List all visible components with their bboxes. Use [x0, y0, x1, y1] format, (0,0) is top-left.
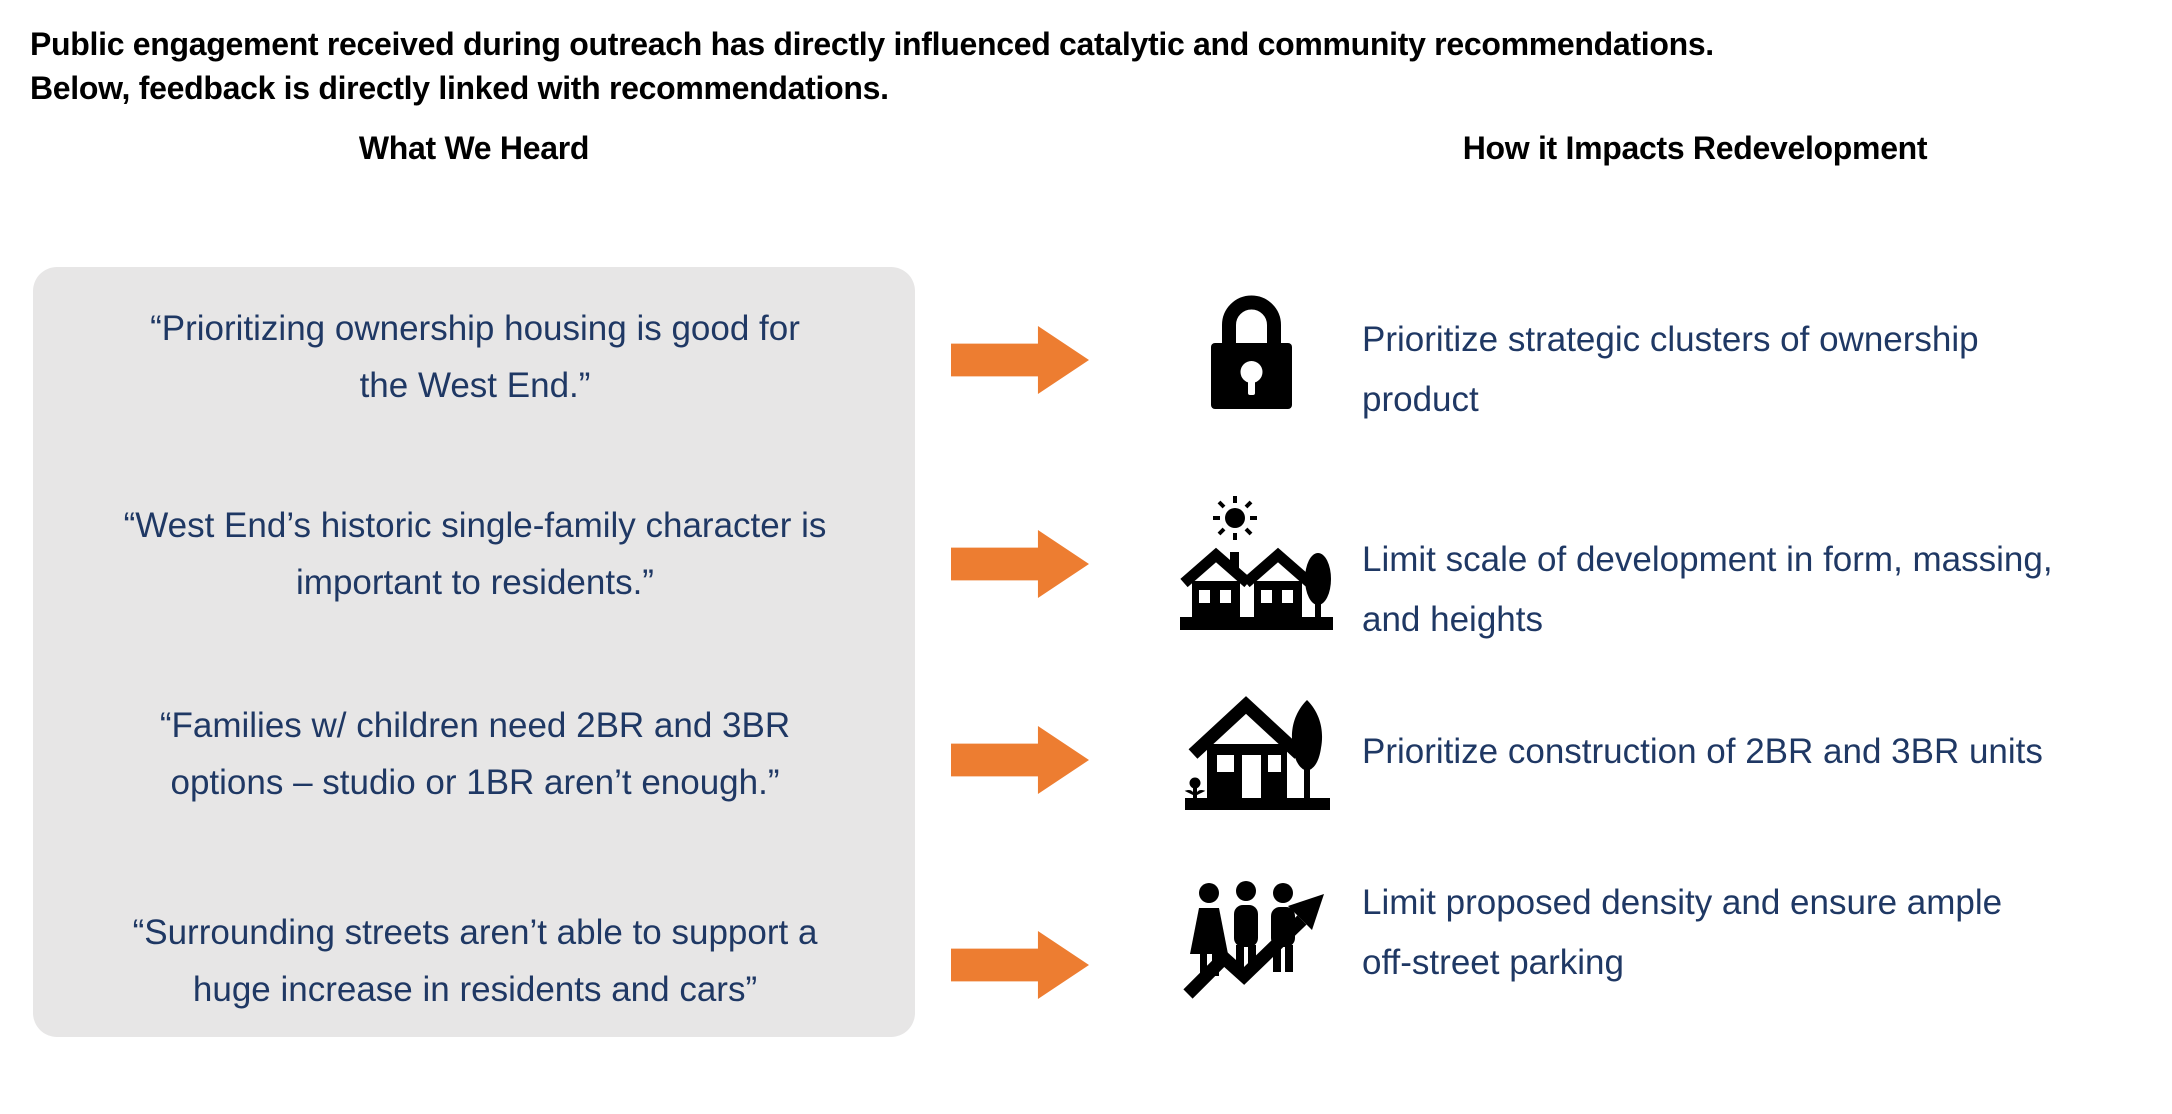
recommendation-2br-3br-units: Prioritize construction of 2BR and 3BR u… [1362, 732, 2043, 771]
right-arrow-icon [951, 530, 1089, 598]
quote-streets-capacity: “Surrounding streets aren’t able to supp… [132, 913, 818, 1009]
feedback-quotes-panel [33, 267, 915, 1037]
quote-ownership-housing: “Prioritizing ownership housing is good … [150, 309, 800, 405]
intro-line-1: Public engagement received during outrea… [30, 26, 1714, 62]
house-tree-icon [1184, 696, 1330, 810]
intro-text: Public engagement received during outrea… [30, 22, 2150, 110]
column-header-what-we-heard: What We Heard [358, 130, 590, 166]
recommendation-density-parking: Limit proposed density and ensure ample … [1362, 883, 2003, 982]
neighborhood-icon [1180, 496, 1333, 630]
intro-line-2: Below, feedback is directly linked with … [30, 70, 889, 106]
quote-family-unit-sizes: “Families w/ children need 2BR and 3BR o… [159, 706, 791, 802]
right-arrow-icon [951, 326, 1089, 394]
recommendation-ownership-clusters: Prioritize strategic clusters of ownersh… [1362, 320, 1979, 419]
lock-icon [1211, 295, 1292, 409]
right-arrow-icon [951, 931, 1089, 999]
right-arrow-icon [951, 726, 1089, 794]
population-growth-icon [1183, 881, 1324, 999]
column-header-how-it-impacts-redevelopment: How it Impacts Redevelopment [1462, 130, 1928, 166]
quote-single-family-character: “West End’s historic single-family chara… [123, 506, 827, 602]
recommendation-limit-scale: Limit scale of development in form, mass… [1362, 540, 2053, 639]
